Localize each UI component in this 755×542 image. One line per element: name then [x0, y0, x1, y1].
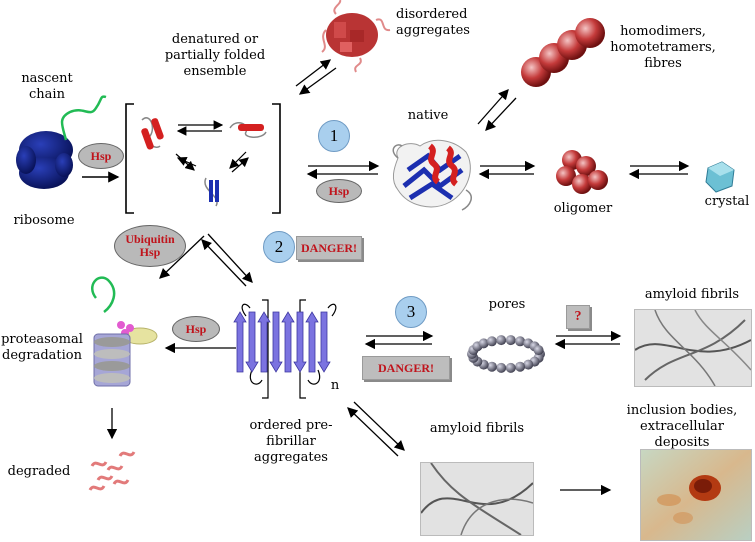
pore-subunit: [496, 362, 507, 373]
homodimers-label: homodimers, homotetramers, fibres: [610, 24, 716, 71]
danger-badge-1: DANGER!: [296, 236, 362, 260]
native-protein-icon: [392, 139, 472, 211]
nascent-chain-icon: [60, 95, 107, 141]
beta-strand-arrow: [305, 311, 319, 373]
pore-subunit: [523, 359, 534, 370]
pathway-number-3: 3: [395, 296, 427, 328]
unfolded-fragment-icon: [141, 117, 164, 150]
unfolded-fragment-icon: [229, 122, 267, 138]
question-badge: ?: [566, 305, 590, 329]
ribosome-icon: [16, 131, 73, 189]
oligomer-label: oligomer: [553, 201, 613, 216]
pores-label: pores: [488, 297, 526, 312]
amyloid-fibrils-top-label: amyloid fibrils: [644, 287, 740, 302]
amyloid-fibrils-micrograph-bottom: [420, 462, 534, 536]
amyloid-fibrils-micrograph-top: [634, 309, 752, 387]
pore-subunit: [478, 338, 489, 349]
native-label: native: [407, 108, 449, 123]
crystal-label: crystal: [704, 194, 750, 209]
degraded-fragments-icon: [88, 451, 136, 491]
beta-strand-arrow: [233, 311, 247, 373]
beta-strand-arrow: [257, 311, 271, 373]
beta-strand-arrow: [269, 311, 283, 373]
proteasomal-degradation-label: proteasomal degradation: [1, 332, 83, 363]
pore-subunit: [486, 336, 497, 347]
beta-strand-arrow: [317, 311, 331, 373]
pore-subunit: [505, 335, 516, 346]
danger-badge-2: DANGER!: [362, 356, 450, 380]
hsp-native-badge: Hsp: [316, 179, 362, 203]
disordered-aggregates-label: disordered aggregates: [396, 7, 470, 38]
inclusion-bodies-label: inclusion bodies, extracellular deposits: [626, 403, 738, 450]
pathway-number-2: 2: [263, 231, 295, 263]
pore-subunit: [515, 361, 526, 372]
ordered-prefibrillar-label: ordered pre- fibrillar aggregates: [249, 418, 333, 465]
oligomer-icon: [556, 150, 608, 194]
pore-subunit: [496, 335, 507, 346]
beta-strand-arrow: [245, 311, 259, 373]
pore-subunit: [515, 336, 526, 347]
hsp-proteasome-badge: Hsp: [172, 316, 220, 342]
denatured-ensemble-label: denatured or partially folded ensemble: [164, 32, 266, 79]
pore-subunit: [486, 361, 497, 372]
pore-ring-icon: [467, 335, 545, 373]
unfolded-fragment-icon: [204, 177, 219, 207]
proteasome-icon: [91, 276, 158, 387]
ribosome-label: ribosome: [13, 213, 75, 228]
disordered-aggregates-icon: [321, 0, 391, 73]
crystal-icon: [705, 161, 735, 193]
beta-strand-arrow: [293, 311, 307, 373]
pathway-number-1: 1: [318, 120, 350, 152]
inclusion-bodies-micrograph: [640, 449, 752, 541]
homodimer-fibres-icon: [521, 18, 605, 87]
nascent-chain-label: nascent chain: [21, 71, 73, 102]
n-subscript-label: n: [330, 378, 340, 393]
pore-subunit: [505, 362, 516, 373]
amyloid-fibrils-bottom-label: amyloid fibrils: [429, 421, 525, 436]
degraded-label: degraded: [7, 464, 71, 479]
pore-subunit: [533, 345, 544, 356]
ubiquitin-hsp-badge: Ubiquitin Hsp: [114, 225, 186, 267]
beta-strand-arrow: [281, 311, 295, 373]
hsp-ribosome-badge: Hsp: [78, 143, 124, 169]
